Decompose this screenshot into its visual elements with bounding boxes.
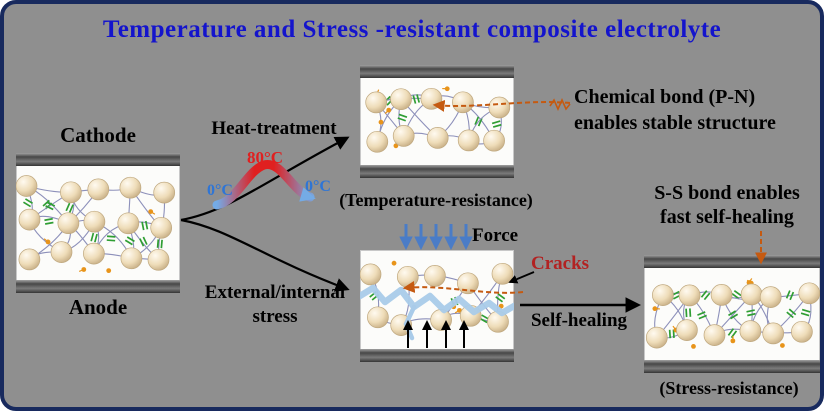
temp-high-label: 80°C <box>246 148 284 167</box>
anode-label: Anode <box>68 295 128 319</box>
heat-treated-electrolyte-panel <box>360 65 514 178</box>
chemical-bond-annotation: Chemical bond (P-N) enables stable struc… <box>574 84 820 137</box>
branch-arrow-down <box>180 218 350 292</box>
self-healing-label: Self-healing <box>530 310 628 331</box>
external-internal-stress-label: External/internal stress <box>194 281 356 329</box>
healed-electrolyte-panel <box>644 255 820 373</box>
stressed-electrolyte-panel <box>360 250 514 362</box>
external-internal-stress-line2: stress <box>252 305 298 327</box>
force-arrows-icon <box>399 224 473 251</box>
stress-resistance-label: (Stress-resistance) <box>659 378 799 398</box>
ss-bond-annotation: S-S bond enables fast self-healing <box>628 181 820 230</box>
ss-bond-line1: S-S bond enables <box>654 182 800 204</box>
temperature-resistance-label: (Temperature-resistance) <box>339 190 533 210</box>
cathode-label: Cathode <box>60 123 136 147</box>
cracks-label: Cracks <box>531 253 590 274</box>
temp-low-left-label: 0°C <box>207 182 233 199</box>
heat-treatment-label: Heat-treatment <box>211 118 337 139</box>
chemical-bond-line1: Chemical bond (P-N) <box>574 86 756 108</box>
external-internal-stress-line1: External/internal <box>204 282 346 303</box>
cell-electrolyte-panel <box>16 153 180 293</box>
figure-title: Temperature and Stress -resistant compos… <box>102 16 722 43</box>
chemical-bond-line2: enables stable structure <box>574 112 776 135</box>
force-label: Force <box>472 225 519 246</box>
ss-bond-line2: fast self-healing <box>660 206 794 229</box>
